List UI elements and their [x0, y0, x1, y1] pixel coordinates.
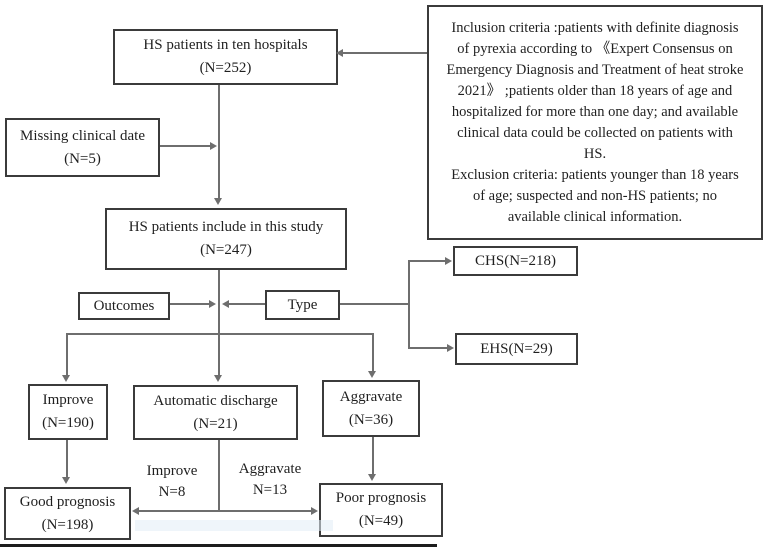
box-automatic-discharge: Automatic discharge (N=21) — [133, 385, 298, 440]
edge-type-to-branch — [340, 303, 410, 305]
arrowhead-down-icon — [214, 198, 222, 205]
edge-aggravate-to-poor — [372, 437, 374, 475]
highlight-artifact — [135, 520, 333, 531]
arrowhead-down-icon — [368, 474, 376, 481]
box-inclusion-exclusion-criteria: Inclusion criteria :patients with defini… — [427, 5, 763, 240]
edge-criteria-to-hospitals — [343, 52, 427, 54]
edge-outcomes-to-trunk — [170, 303, 210, 305]
arrowhead-left-icon — [222, 300, 229, 308]
edge-missing-to-trunk — [160, 145, 211, 147]
edge-auto-discharge-down — [218, 440, 220, 512]
arrowhead-left-icon — [132, 507, 139, 515]
edge-improve-to-good — [66, 440, 68, 478]
arrowhead-down-icon — [62, 477, 70, 484]
edge-included-trunk-down — [218, 270, 220, 377]
arrowhead-right-icon — [311, 507, 318, 515]
box-ehs: EHS(N=29) — [455, 333, 578, 365]
edge-split-to-aggravate — [372, 333, 374, 372]
arrowhead-down-icon — [368, 371, 376, 378]
edge-label-aggravate-n13: Aggravate N=13 — [238, 461, 302, 498]
box-type: Type — [265, 290, 340, 320]
arrowhead-down-icon — [62, 375, 70, 382]
arrowhead-down-icon — [214, 375, 222, 382]
edge-outcomes-split-horizontal — [66, 333, 374, 335]
edge-type-to-trunk — [229, 303, 265, 305]
edge-label-improve-n8: Improve N=8 — [146, 463, 198, 500]
arrowhead-right-icon — [210, 142, 217, 150]
edge-split-to-improve — [66, 333, 68, 376]
box-outcomes: Outcomes — [78, 292, 170, 320]
box-hs-patients-ten-hospitals: HS patients in ten hospitals (N=252) — [113, 29, 338, 85]
arrowhead-left-icon — [336, 49, 343, 57]
arrowhead-right-icon — [447, 344, 454, 352]
edge-branch-to-ehs — [408, 347, 448, 349]
figure-bottom-edge — [0, 544, 437, 547]
arrowhead-right-icon — [445, 257, 452, 265]
box-aggravate: Aggravate (N=36) — [322, 380, 420, 437]
edge-auto-to-prognoses — [139, 510, 312, 512]
box-missing-clinical-date: Missing clinical date (N=5) — [5, 118, 160, 177]
box-hs-patients-included: HS patients include in this study (N=247… — [105, 208, 347, 270]
box-poor-prognosis: Poor prognosis (N=49) — [319, 483, 443, 537]
box-chs: CHS(N=218) — [453, 246, 578, 276]
box-good-prognosis: Good prognosis (N=198) — [4, 487, 131, 540]
edge-hospitals-to-included — [218, 85, 220, 201]
edge-type-branch-vertical — [408, 260, 410, 349]
box-improve: Improve (N=190) — [28, 384, 108, 440]
arrowhead-right-icon — [209, 300, 216, 308]
edge-branch-to-chs — [408, 260, 446, 262]
